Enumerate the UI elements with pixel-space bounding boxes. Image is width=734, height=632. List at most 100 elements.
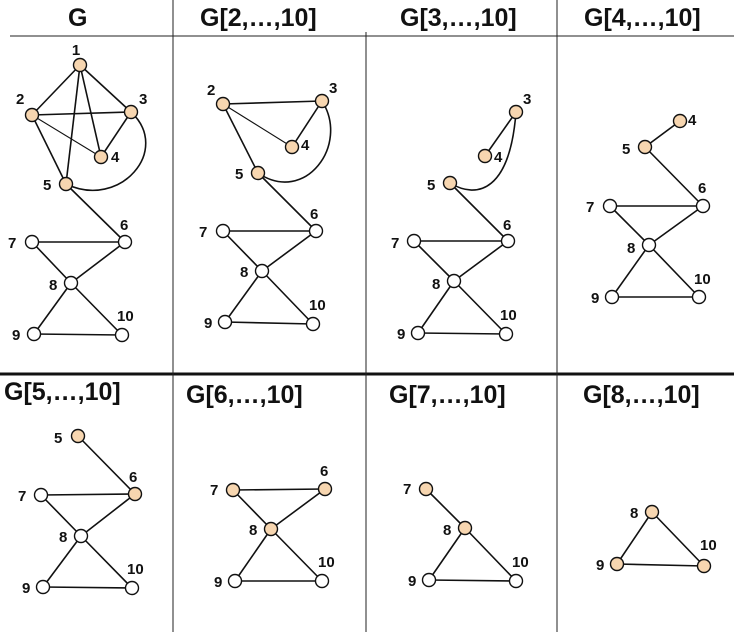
node-4: [284, 139, 300, 155]
edge-4-5: [644, 120, 681, 148]
edge-group: [609, 120, 704, 298]
node-8: [644, 504, 660, 520]
node-label-8: 8: [49, 277, 57, 294]
node-label-9: 9: [591, 290, 599, 307]
panel-title-g-3-10: G[3,…,10]: [400, 4, 517, 32]
node-6: [308, 223, 324, 239]
edge-3-5: [449, 111, 517, 191]
edge-8-10: [80, 535, 133, 589]
edge-9-10: [428, 579, 517, 582]
edge-1-3: [79, 64, 132, 113]
node-9: [26, 326, 42, 342]
edge-group: [232, 488, 326, 582]
node-label-7: 7: [586, 199, 594, 216]
node-label-7: 7: [18, 488, 26, 505]
edge-1-5: [65, 64, 81, 185]
node-label-6: 6: [120, 217, 128, 234]
node-label-10: 10: [117, 308, 134, 325]
node-9: [35, 579, 51, 595]
node-8: [73, 528, 89, 544]
node-label-8: 8: [432, 276, 440, 293]
node-label-6: 6: [129, 469, 137, 486]
edge-3-4: [100, 111, 132, 158]
node-label-6: 6: [310, 206, 318, 223]
node-2: [24, 107, 40, 123]
edge-group: [413, 111, 517, 335]
node-label-4: 4: [494, 149, 503, 166]
edge-group: [40, 435, 136, 589]
node-8: [641, 237, 657, 253]
edge-group: [425, 488, 517, 582]
edge-8-9: [33, 282, 72, 335]
node-label-7: 7: [210, 482, 218, 499]
edge-6-8: [70, 241, 126, 284]
node-10: [498, 326, 514, 342]
node-label-9: 9: [408, 573, 416, 590]
node-8: [457, 520, 473, 536]
node-6: [695, 198, 711, 214]
node-label-4: 4: [688, 112, 697, 129]
node-9: [227, 573, 243, 589]
node-label-5: 5: [235, 166, 243, 183]
node-8: [63, 275, 79, 291]
node-7: [24, 234, 40, 250]
node-label-5: 5: [427, 177, 435, 194]
node-4: [672, 113, 688, 129]
edge-8-10: [453, 280, 507, 335]
edge-3-4: [484, 111, 517, 157]
edge-5-6: [65, 183, 126, 243]
edge-2-4: [31, 114, 102, 158]
panel-title-g-4-10: G[4,…,10]: [584, 4, 701, 32]
node-5: [70, 428, 86, 444]
edge-group: [616, 511, 705, 567]
node-10: [305, 316, 321, 332]
edge-3-5: [65, 111, 147, 191]
node-4: [93, 149, 109, 165]
node-label-7: 7: [403, 481, 411, 498]
node-label-10: 10: [500, 307, 517, 324]
node-5: [58, 176, 74, 192]
node-2: [215, 96, 231, 112]
node-8: [254, 263, 270, 279]
panel-title-g-5-10: G[5,…,10]: [4, 378, 121, 406]
node-label-6: 6: [698, 180, 706, 197]
node-label-9: 9: [214, 574, 222, 591]
node-4: [477, 148, 493, 164]
node-label-8: 8: [630, 505, 638, 522]
node-label-9: 9: [22, 580, 30, 597]
panel-title-g: G: [68, 4, 87, 32]
node-label-9: 9: [397, 326, 405, 343]
edge-6-8: [80, 493, 136, 537]
node-3: [123, 104, 139, 120]
edge-6-8: [261, 230, 317, 272]
node-9: [604, 289, 620, 305]
node-5: [637, 139, 653, 155]
node-label-3: 3: [523, 91, 531, 108]
node-label-1: 1: [72, 42, 80, 59]
edge-2-3: [31, 111, 132, 116]
edge-9-10: [417, 332, 507, 335]
node-3: [314, 93, 330, 109]
panel-title-g-2-10: G[2,…,10]: [200, 4, 317, 32]
node-label-5: 5: [54, 430, 62, 447]
edge-6-7: [40, 493, 136, 496]
node-9: [421, 572, 437, 588]
panel-title-g-7-10: G[7,…,10]: [389, 381, 506, 409]
node-label-3: 3: [329, 80, 337, 97]
node-7: [215, 223, 231, 239]
node-label-10: 10: [700, 537, 717, 554]
edge-5-6: [257, 172, 317, 232]
node-label-5: 5: [43, 177, 51, 194]
edge-5-6: [449, 182, 509, 242]
edge-2-4: [222, 103, 293, 148]
node-10: [314, 573, 330, 589]
